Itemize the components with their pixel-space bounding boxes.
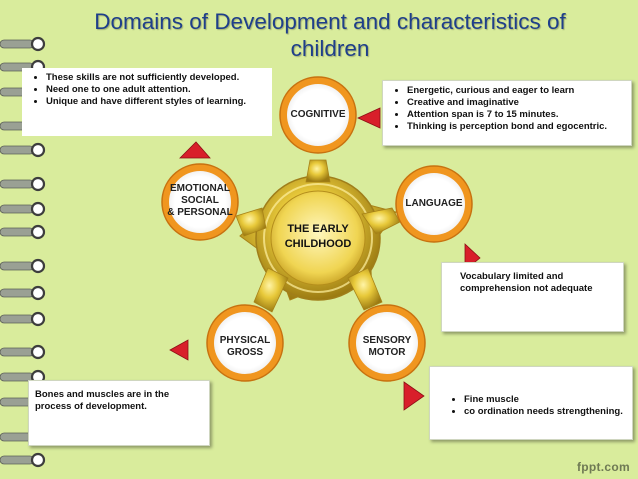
- cognitive-label: COGNITIVE: [278, 109, 358, 121]
- cognitive-item: Energetic, curious and eager to learn: [407, 85, 631, 97]
- center-line-1: THE EARLY: [287, 223, 348, 235]
- emotional-label: EMOTIONAL SOCIAL & PERSONAL: [158, 183, 242, 219]
- physical-line-1: PHYSICAL: [220, 335, 271, 346]
- arrow-up-emotional-icon: [180, 142, 210, 158]
- center-line-2: CHILDHOOD: [285, 238, 352, 250]
- box-cognitive: Energetic, curious and eager to learn Cr…: [382, 80, 632, 146]
- emotional-item: These skills are not sufficiently develo…: [46, 72, 272, 84]
- language-text: Vocabulary limited and comprehension not…: [460, 271, 615, 295]
- physical-text: Bones and muscles are in the process of …: [35, 389, 203, 413]
- connector-cognitive: [306, 160, 330, 182]
- cognitive-item: Attention span is 7 to 15 minutes.: [407, 109, 631, 121]
- physical-line-2: GROSS: [227, 347, 263, 358]
- emotional-item: Need one to one adult attention.: [46, 84, 272, 96]
- cognitive-item: Creative and imaginative: [407, 97, 631, 109]
- arrow-right-sensory-icon: [404, 382, 424, 410]
- sensory-item: Fine muscle: [464, 394, 632, 406]
- physical-gross-label: PHYSICAL GROSS: [205, 335, 285, 359]
- box-emotional: These skills are not sufficiently develo…: [22, 68, 272, 136]
- sensory-motor-label: SENSORY MOTOR: [347, 335, 427, 359]
- arrow-left-physical-icon: [170, 340, 188, 360]
- box-language: Vocabulary limited and comprehension not…: [441, 262, 624, 332]
- arrow-left-cognitive-icon: [358, 108, 380, 128]
- box-sensory: Fine muscle co ordination needs strength…: [429, 366, 633, 440]
- sensory-line-2: MOTOR: [368, 347, 405, 358]
- sensory-item: co ordination needs strengthening.: [464, 406, 632, 418]
- emotional-item: Unique and have different styles of lear…: [46, 96, 272, 108]
- cognitive-item: Thinking is perception bond and egocentr…: [407, 121, 631, 133]
- sensory-line-1: SENSORY: [363, 335, 412, 346]
- center-label: THE EARLY CHILDHOOD: [266, 222, 370, 252]
- box-physical: Bones and muscles are in the process of …: [28, 380, 210, 446]
- emotional-line-3: & PERSONAL: [167, 207, 233, 218]
- emotional-line-1: EMOTIONAL: [170, 183, 230, 194]
- language-label: LANGUAGE: [394, 198, 474, 210]
- footer-brand: fppt.com: [577, 460, 630, 474]
- emotional-line-2: SOCIAL: [181, 195, 219, 206]
